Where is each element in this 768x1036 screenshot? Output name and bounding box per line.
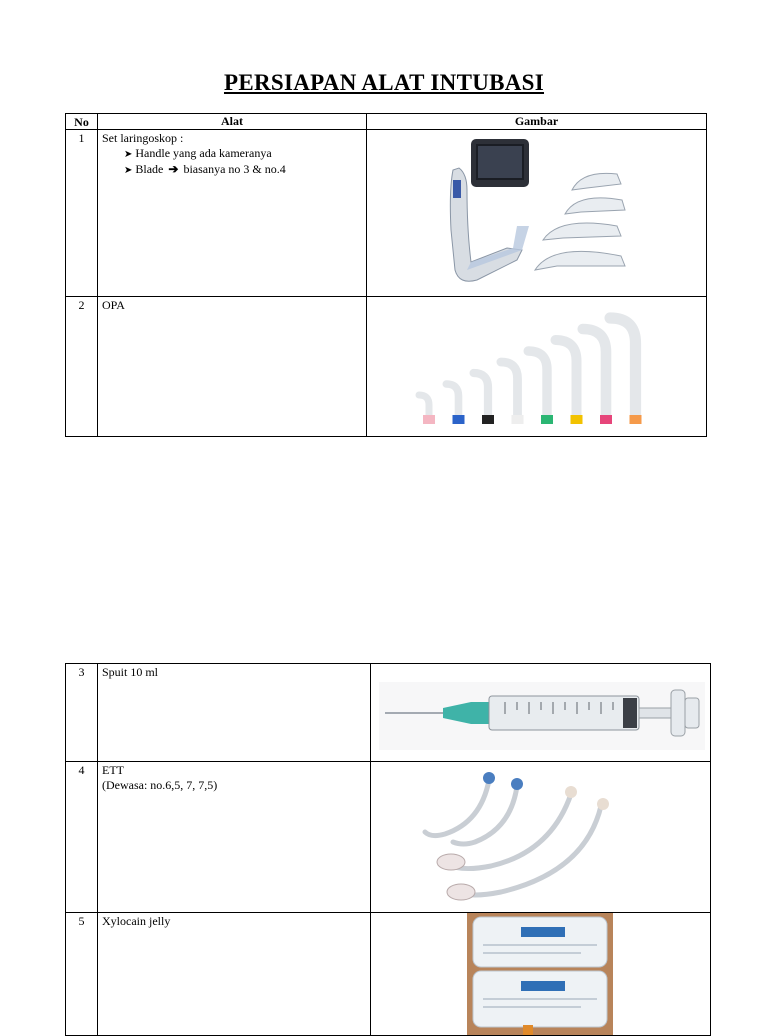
xylocain-image — [370, 912, 711, 1036]
laryngoscope-image — [366, 129, 707, 297]
row-item: Set laringoskop : ➤Handle yang ada kamer… — [97, 129, 367, 297]
opa-icon — [415, 312, 659, 436]
row-item: Spuit 10 ml — [97, 663, 371, 762]
table-row: 1 Set laringoskop : ➤Handle yang ada kam… — [65, 129, 707, 297]
ett-image — [370, 761, 711, 913]
opa-color-band — [629, 415, 642, 424]
opa-color-band — [541, 415, 553, 424]
opa-color-band — [482, 415, 494, 424]
sub-item-text: biasanya no 3 & no.4 — [183, 162, 286, 176]
row-number: 2 — [65, 296, 98, 437]
item-label: OPA — [102, 298, 125, 312]
bullet-arrow-icon: ➤ — [124, 149, 133, 160]
right-arrow-icon: ➔ — [168, 162, 179, 176]
equipment-table-top: No Alat Gambar 1 Set laringoskop : ➤Hand… — [65, 113, 707, 437]
table-row: 3 Spuit 10 ml — [65, 663, 711, 762]
row-number: 4 — [65, 761, 98, 913]
opa-airway — [496, 357, 522, 420]
opa-color-band — [452, 415, 465, 424]
header-alat: Alat — [97, 113, 367, 130]
row-number: 3 — [65, 663, 98, 762]
opa-image — [366, 296, 707, 437]
opa-airway — [604, 312, 642, 421]
opa-airway — [442, 380, 463, 419]
page-title: PERSIAPAN ALAT INTUBASI — [223, 70, 545, 95]
syringe-icon — [379, 682, 705, 750]
row-number: 1 — [65, 129, 98, 297]
item-label: Spuit 10 ml — [102, 665, 159, 679]
ett-icon — [422, 762, 659, 912]
equipment-table-bottom: 3 Spuit 10 ml 4 — [65, 663, 711, 1036]
table-row: 2 OPA — [65, 296, 707, 437]
laryngoscope-icon — [449, 139, 626, 282]
header-no: No — [65, 113, 98, 130]
opa-airway — [577, 323, 612, 421]
header-gambar: Gambar — [366, 113, 707, 130]
opa-color-band — [423, 415, 435, 424]
sub-item: ➤Handle yang ada kameranya — [102, 146, 366, 162]
sub-item: ➤Blade ➔ biasanya no 3 & no.4 — [102, 162, 366, 178]
xylocain-icon — [467, 913, 613, 1035]
row-item: ETT (Dewasa: no.6,5, 7, 7,5) — [97, 761, 371, 913]
sub-item-text: Blade — [135, 162, 164, 176]
table-row: 4 ETT (Dewasa: no.6,5, 7, 7,5) — [65, 761, 711, 913]
item-detail: (Dewasa: no.6,5, 7, 7,5) — [102, 778, 218, 792]
row-item: OPA — [97, 296, 367, 437]
opa-airway — [415, 391, 433, 419]
syringe-image — [370, 663, 711, 762]
opa-color-band — [600, 415, 612, 424]
item-label: ETT — [102, 763, 124, 777]
opa-airway — [469, 368, 493, 420]
opa-airway — [550, 335, 582, 420]
opa-color-band — [570, 415, 583, 424]
table-header-row: No Alat Gambar — [65, 113, 707, 130]
opa-airway — [523, 346, 552, 420]
bullet-arrow-icon: ➤ — [124, 165, 133, 176]
sub-item-text: Handle yang ada kameranya — [135, 146, 272, 160]
row-item: Xylocain jelly — [97, 912, 371, 1036]
item-label: Set laringoskop : — [102, 131, 184, 145]
opa-color-band — [511, 415, 524, 424]
opa-airways — [415, 312, 642, 424]
row-number: 5 — [65, 912, 98, 1036]
item-label: Xylocain jelly — [102, 914, 171, 928]
table-row: 5 Xylocain jelly — [65, 912, 711, 1036]
